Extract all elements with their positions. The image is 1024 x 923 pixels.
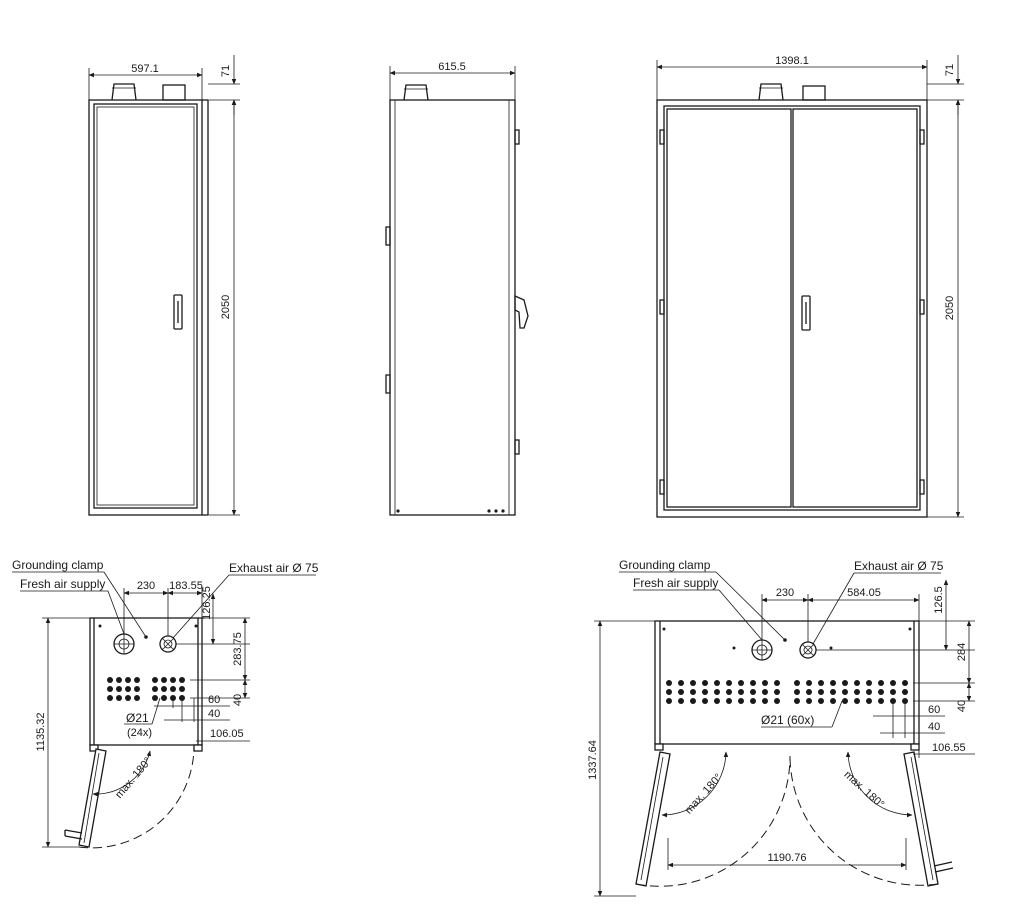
dim-door-span: 1190.76 — [768, 852, 807, 864]
label-double-grounding-clamp: Grounding clamp — [619, 558, 711, 572]
side-vent-top — [403, 84, 429, 101]
right-door — [792, 108, 918, 508]
dim-double-height: 2050 — [944, 296, 956, 320]
dim-single-top: 71 — [220, 65, 232, 77]
single-swing-label: max. 180° — [113, 755, 154, 801]
dim-double-106-55: 106.55 — [932, 742, 966, 754]
dim-single-230: 230 — [137, 580, 155, 592]
left-door — [666, 108, 792, 508]
single-hole-grid — [107, 677, 185, 701]
right-swing-label: max. 180° — [842, 769, 887, 811]
dim-single-height: 2050 — [220, 295, 232, 319]
double-exhaust-vent-top — [758, 83, 784, 101]
label-single-hole-diameter: Ø21 — [126, 711, 149, 725]
dim-single-width: 597.1 — [131, 63, 159, 75]
dim-single-283-75: 283.75 — [232, 632, 244, 666]
dim-double-584-05: 584.05 — [847, 587, 881, 599]
dim-single-40-horizontal: 40 — [208, 708, 220, 720]
dim-single-106-05: 106.05 — [210, 728, 244, 740]
right-door-open-plan — [903, 751, 939, 887]
dim-double-60: 60 — [928, 704, 940, 716]
single-cabinet-body — [88, 99, 203, 516]
left-door-open-plan — [635, 751, 671, 887]
double-hole-grid — [666, 680, 908, 704]
dim-double-126-5: 126.5 — [933, 586, 945, 614]
single-cabinet-front-view: 597.1 71 2050 — [88, 55, 240, 516]
label-double-holes: Ø21 (60x) — [761, 713, 814, 727]
double-supply-vent-top — [802, 85, 826, 101]
single-cabinet-plan-view: max. 180° 1135.32 Grounding clamp Fresh … — [12, 558, 319, 849]
label-double-fresh-air-supply: Fresh air supply — [633, 576, 718, 590]
dim-single-183-55: 183.55 — [169, 580, 203, 592]
single-door-open-plan — [78, 748, 107, 848]
dim-double-top: 71 — [944, 64, 956, 76]
dim-single-depth-total: 1135.32 — [35, 713, 47, 752]
cabinet-side-view: 615.5 — [385, 61, 529, 516]
label-single-hole-count: (24x) — [127, 727, 152, 739]
dim-double-depth-total: 1337.64 — [587, 740, 599, 780]
label-double-exhaust-air: Exhaust air Ø 75 — [854, 559, 944, 573]
label-fresh-air-supply: Fresh air supply — [20, 577, 105, 591]
dim-double-230: 230 — [776, 587, 794, 599]
side-body — [389, 99, 516, 516]
double-cabinet-plan-view: max. 180° max. 180° 1190.76 1337.64 Grou… — [587, 558, 975, 897]
dim-side-depth: 615.5 — [438, 61, 466, 73]
dim-double-40-horizontal: 40 — [928, 721, 940, 733]
dim-double-284: 284 — [956, 643, 968, 661]
double-cabinet-body — [656, 99, 928, 518]
right-door-swing-arc — [789, 755, 939, 886]
dim-double-width: 1398.1 — [775, 55, 809, 67]
single-cabinet-door — [93, 103, 198, 509]
door-handle — [173, 294, 183, 330]
exhaust-vent-top — [111, 83, 137, 101]
dim-single-40-vertical: 40 — [232, 694, 244, 706]
double-plan-outline — [654, 620, 920, 745]
double-door-handle — [801, 295, 811, 331]
single-plan-outline — [89, 617, 203, 746]
double-cabinet-front-view: 1398.1 71 2050 — [656, 55, 964, 518]
left-door-swing-arc — [635, 755, 791, 887]
label-grounding-clamp: Grounding clamp — [12, 558, 104, 572]
label-exhaust-air: Exhaust air Ø 75 — [229, 561, 319, 575]
dim-single-126-25: 126.25 — [201, 586, 213, 620]
single-door-swing-arc — [78, 746, 195, 849]
dim-double-40-vertical: 40 — [956, 700, 968, 712]
left-swing-label: max. 180° — [683, 772, 725, 817]
supply-vent-top — [162, 84, 186, 101]
side-handle — [514, 294, 529, 329]
dim-single-60: 60 — [208, 694, 220, 706]
